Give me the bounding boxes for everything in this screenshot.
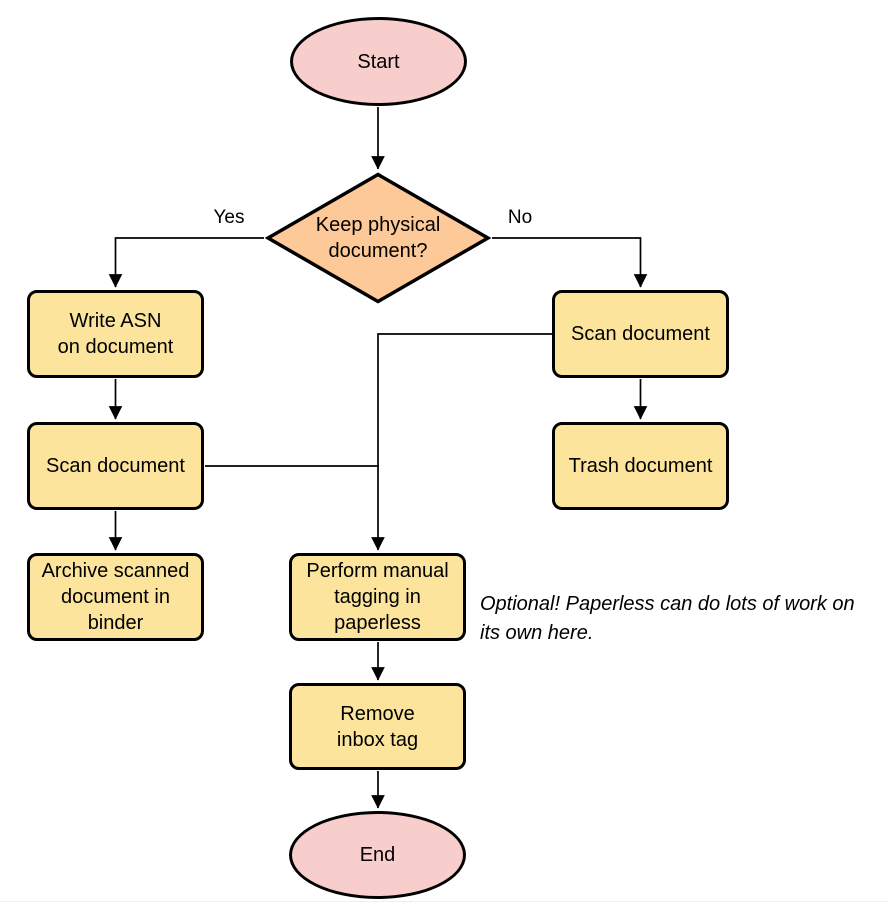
node-perform-manual-tagging: Perform manual tagging in paperless bbox=[289, 553, 466, 641]
edge-label-yes: Yes bbox=[213, 207, 245, 228]
page-bottom-divider bbox=[0, 901, 888, 902]
node-remove-inbox-label: Remove inbox tag bbox=[336, 702, 419, 751]
node-scan-document-left: Scan document bbox=[27, 422, 204, 510]
node-write-asn-on-document: Write ASN on document bbox=[27, 290, 204, 378]
edge-label-no: No bbox=[507, 207, 533, 228]
node-decision-label: Keep physical document? bbox=[315, 214, 441, 262]
node-trash-label: Trash document bbox=[568, 455, 713, 477]
edge-decision-no-to-scan-right bbox=[492, 237, 648, 288]
edge-scan-right-to-tagging bbox=[371, 333, 552, 551]
node-decision-keep-physical-document: Keep physical document? bbox=[265, 172, 491, 304]
node-remove-inbox-tag: Remove inbox tag bbox=[289, 683, 466, 770]
node-scan-document-right: Scan document bbox=[552, 290, 729, 378]
node-tagging-label: Perform manual tagging in paperless bbox=[306, 560, 449, 634]
node-archive-scanned-document: Archive scanned document in binder bbox=[27, 553, 204, 641]
edge-decision-yes-to-write-asn bbox=[108, 237, 264, 288]
node-end-label: End bbox=[359, 844, 396, 866]
node-archive-label: Archive scanned document in binder bbox=[41, 560, 190, 634]
node-write-asn-label: Write ASN on document bbox=[57, 310, 174, 358]
optional-note: Optional! Paperless can do lots of work … bbox=[480, 593, 855, 644]
node-scan-right-label: Scan document bbox=[571, 323, 710, 345]
node-trash-document: Trash document bbox=[552, 422, 729, 510]
diamond-shape-icon bbox=[265, 172, 491, 304]
node-scan-left-label: Scan document bbox=[46, 455, 185, 477]
node-start: Start bbox=[290, 17, 467, 106]
node-end: End bbox=[289, 811, 466, 899]
node-start-label: Start bbox=[357, 50, 400, 73]
